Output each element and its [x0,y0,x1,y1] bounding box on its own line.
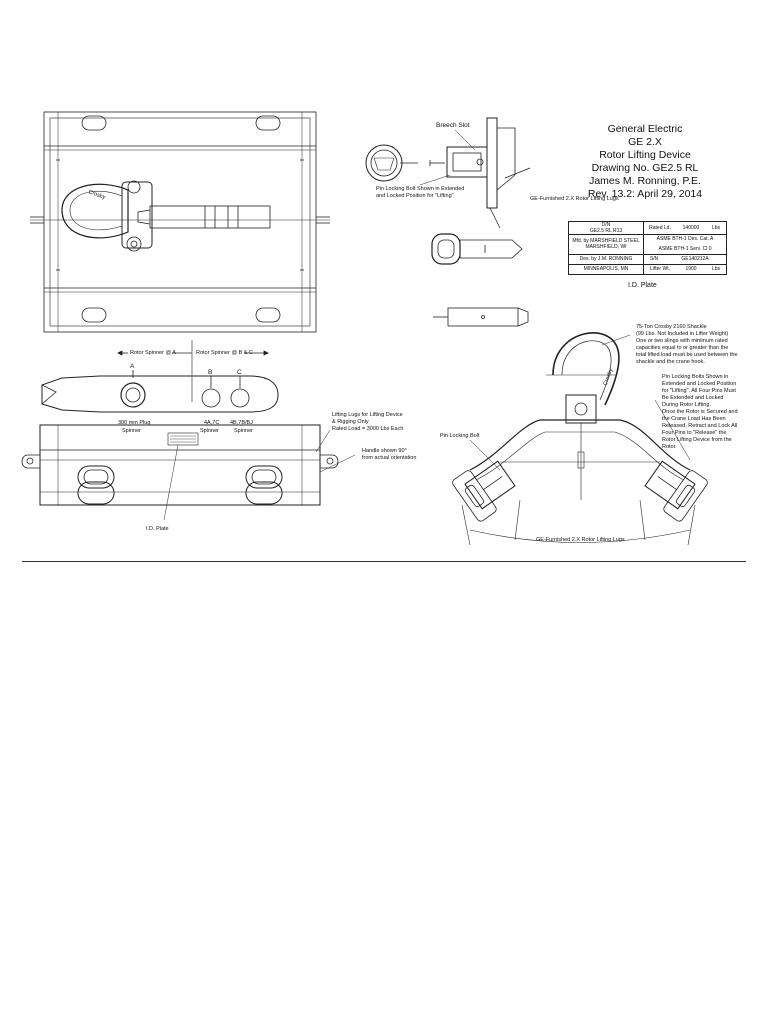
label-handle-line1: Handle shown 90° [362,448,407,454]
label-handle-line2: from actual orientation [362,455,417,461]
title-device: Rotor Lifting Device [599,149,691,161]
label-plb-line4: Be Extended and Locked [662,395,724,401]
right-elevation [452,332,708,546]
label-plb-line10: Rotor Lifting Device from the [662,437,732,443]
id-plate-table: D/N GE2.5 RL R13 Rated Ld. 140000 Lbs Mf… [568,221,727,275]
label-spinner-a: Rotor Spinner @ A [130,350,176,356]
plate-des-city: MINNEAPOLIS, MN [583,266,629,272]
label-dim3b: Spinner [234,428,253,434]
label-mark-c: C [237,369,242,376]
label-plb-line5: During Rotor Lifting. [662,402,711,408]
label-spinner-bc: Rotor Spinner @ B & C [196,350,253,356]
label-plb-line8: Released, Retract and Lock All [662,423,738,429]
title-engineer: James M. Ronning, P.E. [589,175,701,187]
plate-sn-value: GE140212A [681,256,709,262]
plate-lifter-value: 1900 [685,266,697,272]
plate-dn-label: D/N [601,222,611,228]
label-dim1a: 300 mm Plug [118,420,151,426]
label-ge-lugs-bottom: GE-Furnished 2.X Rotor Lifting Lugs [536,537,625,543]
plate-asme-serv: ASME BTH-1 Serv. Cl 0 [658,246,712,252]
label-plb-line3: for "Lifting". All Four Pins Must [662,388,736,394]
label-crosby-line6: shackle and the crane hook. [636,359,705,365]
plate-asme-cat: ASME BTH-1 Des. Cat. A [656,236,714,242]
side-elevation [41,370,279,426]
label-crosby-line5: total lifted load must be used between t… [636,352,738,358]
label-plb-line2: Extended and Locked Position [662,381,737,387]
label-dim2b: Spinner [200,428,219,434]
label-pin-bolt-line2: and Locked Position for "Lifting" [376,193,454,199]
spinner-dimension-line [117,340,269,402]
label-mark-a: A [130,363,135,370]
label-lugs-line2: & Rigging Only [332,419,369,425]
plate-mfd-city: MARSHFIELD, WI [585,244,627,250]
label-dim1b: Spinner [122,428,141,434]
label-dim2a: 4A,7C [204,420,220,426]
label-crosby-line2: (99 Lbs. Not Included in Lifter Weight) [636,331,729,337]
label-ge-lugs-top: GE-Furnished 2.X Rotor Lifting Lugs [530,196,619,202]
plate-lifter-unit: Lbs [711,266,721,272]
pin-parts [431,233,529,327]
title-drawing-no: Drawing No. GE2.5 RL [591,162,699,174]
label-plb-line9: Four Pins to "Release" the [662,430,727,436]
title-block: General Electric GE 2.X Rotor Lifting De… [560,123,730,201]
page-divider-line [22,561,746,562]
title-company: General Electric [607,123,683,135]
label-lugs-line3: Rated Load = 3000 Lbs Each [332,426,404,432]
label-plb-line11: Rotor. [662,444,677,450]
plate-sn-label: S/N [649,256,659,262]
front-view [21,424,356,521]
plate-des: Des. by J.M. RONNING [579,256,633,262]
label-mark-b: B [208,369,213,376]
technical-drawing [21,111,708,546]
label-id-plate-lower: I.D. Plate [146,526,169,532]
title-model: GE 2.X [628,136,662,148]
label-plb-line7: the Crane Load Has Been [662,416,726,422]
label-pin-locking-bolt: Pin Locking Bolt [440,433,480,439]
label-pin-bolt-line1: Pin Locking Bolt Shown in Extended [376,186,465,192]
plate-rated-label: Rated Ld. [649,225,671,231]
id-plate-caption: I.D. Plate [628,282,657,289]
label-plb-line6: Once the Rotor is Secured and [662,409,738,415]
plan-view-frame [30,111,330,333]
plate-mfd: Mfd. by MARSHFIELD STEEL [572,238,640,244]
label-crosby-line1: 75-Ton Crosby 2160 Shackle [636,324,707,330]
plate-dn-value: GE2.5 RL R13 [589,228,623,234]
plate-rated-value: 140000 [682,225,700,231]
title-revision: Rev. 13.2: April 29, 2014 [587,188,703,200]
label-plb-line1: Pin Locking Bolts Shown in [662,374,729,380]
pin-detail-view [365,117,531,229]
label-dim3a: 4B,7B/BJ [230,420,253,426]
label-lugs-line1: Lifting Lugs for Lifting Device [332,412,403,418]
plate-lifter-label: Lifter Wt. [649,266,670,272]
label-crosby-line3: One or two slings with minimum rated [636,338,728,344]
label-crosby-line4: capacities equal to or greater than the [636,345,729,351]
plate-rated-unit: Lbs [711,225,721,231]
label-breech-slot: Breech Slot [436,122,470,129]
